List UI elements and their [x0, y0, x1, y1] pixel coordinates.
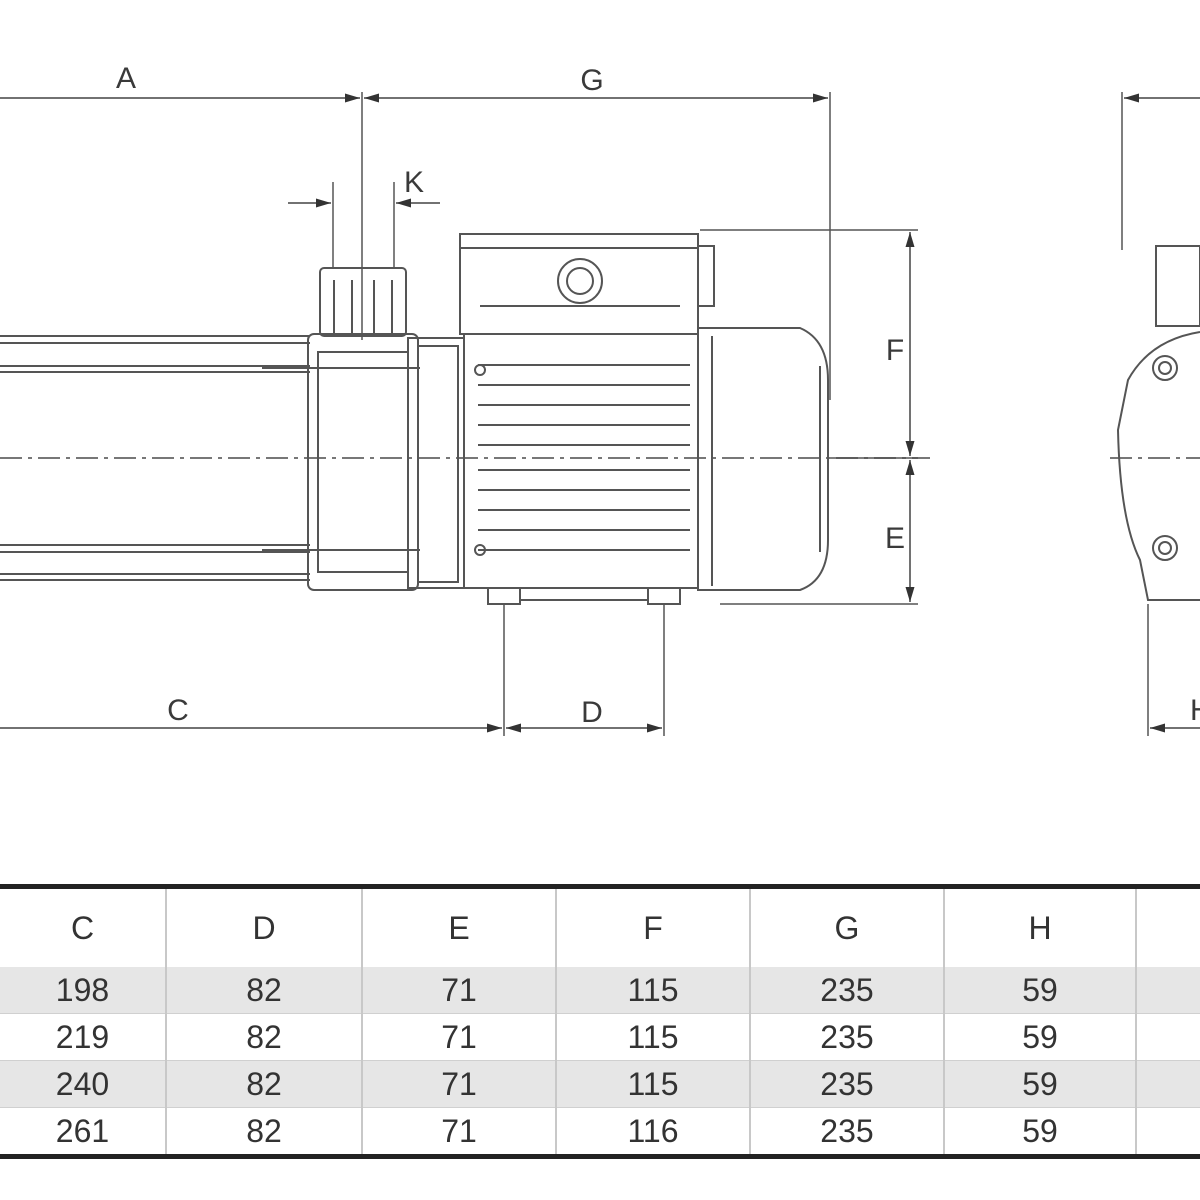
table-header-row: C D E F G H [0, 884, 1200, 967]
header-h: H [944, 884, 1137, 967]
cell [1136, 1013, 1200, 1061]
cell [1136, 967, 1200, 1014]
cell: 71 [362, 967, 557, 1014]
pump-dimension-drawing: A G K F E C D H [0, 62, 1200, 736]
header-e: E [362, 884, 557, 967]
cell [1136, 1107, 1200, 1159]
label-g: G [580, 64, 603, 97]
table-row: 198 82 71 115 235 59 [0, 967, 1200, 1014]
cell: 59 [944, 1060, 1137, 1108]
cell: 82 [166, 1107, 363, 1159]
label-h: H [1190, 694, 1200, 727]
header-f: F [556, 884, 751, 967]
cell: 82 [166, 967, 363, 1014]
side-view [1116, 245, 1200, 601]
cell: 235 [750, 967, 945, 1014]
discharge-outlet [319, 267, 407, 337]
header-c: C [0, 884, 167, 967]
cell: 115 [556, 967, 751, 1014]
fan-cover [697, 327, 829, 591]
cell: 115 [556, 1060, 751, 1108]
header-d: D [166, 884, 363, 967]
cell: 219 [0, 1013, 167, 1061]
terminal-box [459, 233, 715, 335]
cell: 115 [556, 1013, 751, 1061]
label-c: C [167, 694, 189, 727]
table-row: 219 82 71 115 235 59 [0, 1013, 1200, 1061]
cell: 235 [750, 1060, 945, 1108]
cell: 240 [0, 1060, 167, 1108]
pump-body [0, 335, 310, 581]
cell: 261 [0, 1107, 167, 1159]
label-f: F [886, 334, 904, 367]
header-extra [1136, 884, 1200, 967]
table-row: 240 82 71 115 235 59 [0, 1060, 1200, 1108]
label-a: A [116, 62, 136, 95]
cell: 116 [556, 1107, 751, 1159]
cell: 59 [944, 967, 1137, 1014]
cell: 82 [166, 1013, 363, 1061]
cell: 59 [944, 1107, 1137, 1159]
motor-body [463, 333, 699, 589]
cell: 235 [750, 1013, 945, 1061]
cell: 71 [362, 1107, 557, 1159]
dimension-table: C D E F G H 198 82 71 115 235 59 219 82 … [0, 884, 1200, 1159]
cell: 71 [362, 1060, 557, 1108]
header-g: G [750, 884, 945, 967]
table-row: 261 82 71 116 235 59 [0, 1107, 1200, 1159]
cell: 198 [0, 967, 167, 1014]
cell: 71 [362, 1013, 557, 1061]
label-k: K [404, 166, 424, 199]
label-d: D [581, 696, 603, 729]
cell: 82 [166, 1060, 363, 1108]
label-e: E [885, 522, 905, 555]
cell: 235 [750, 1107, 945, 1159]
motor-feet [487, 587, 681, 605]
cell [1136, 1060, 1200, 1108]
cell: 59 [944, 1013, 1137, 1061]
